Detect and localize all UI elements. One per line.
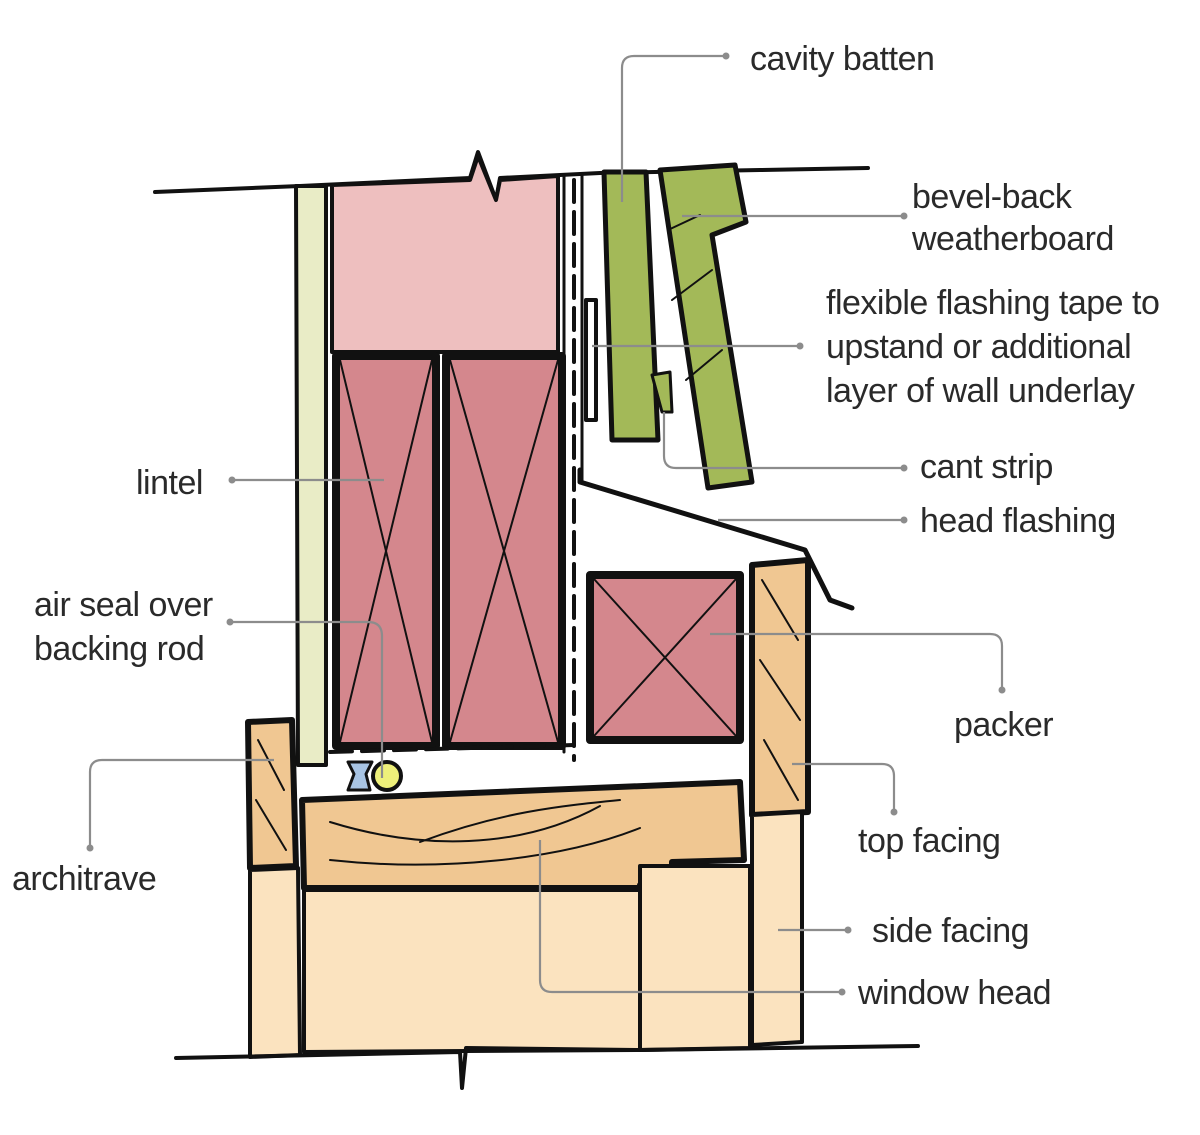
label-top-facing: top facing: [858, 822, 1000, 860]
leader-top-facing: [792, 762, 896, 812]
leader-dot: [900, 516, 908, 524]
cavity-line: [562, 174, 584, 754]
top-facing-grain: [759, 579, 801, 801]
leader-dot: [890, 808, 898, 816]
label-head-flashing: head flashing: [920, 502, 1116, 540]
leader-dot: [844, 926, 852, 934]
leader-cant-strip: [662, 412, 904, 470]
cant-strip-shape: [650, 370, 674, 414]
leader-window-head: [538, 840, 842, 994]
underlay-under-lintel-dashed: [328, 743, 576, 754]
label-lintel: lintel: [136, 464, 203, 502]
architrave-lower: [248, 866, 302, 1059]
head-flashing-shape: [577, 467, 855, 611]
lintel-left-cross: [339, 359, 433, 743]
backing-rod-shape: [346, 760, 374, 792]
window-frame-side: [638, 864, 752, 1052]
label-window-head: window head: [857, 974, 1051, 1012]
label-packer: packer: [954, 706, 1053, 744]
labels: cavity batten bevel-back weatherboard fl…: [12, 40, 1168, 1012]
weatherboard-shape: [657, 162, 755, 491]
leader-packer: [710, 632, 1004, 690]
leader-dot: [998, 686, 1006, 694]
architrave-grain: [255, 739, 287, 851]
section-drawing: [153, 150, 920, 1090]
leader-dot: [228, 476, 236, 484]
leader-dot: [226, 618, 234, 626]
label-bevel-back-weatherboard: bevel-back weatherboard: [911, 178, 1114, 258]
label-cavity-batten: cavity batten: [750, 40, 934, 78]
leader-dot: [900, 212, 908, 220]
lintel-right-cross: [449, 359, 559, 743]
weatherboard-grain: [667, 214, 723, 381]
top-facing-shape: [749, 557, 811, 818]
packer-cross: [593, 578, 737, 737]
label-architrave: architrave: [12, 860, 156, 898]
leader-dot: [838, 988, 846, 996]
label-side-facing: side facing: [872, 912, 1029, 950]
leader-dot: [722, 52, 730, 60]
leader-architrave: [88, 758, 274, 848]
leader-dot: [900, 464, 908, 472]
cavity-batten-shape: [601, 169, 661, 443]
air-seal-shape: [371, 760, 403, 792]
window-frame-lower: [302, 888, 642, 1054]
upper-framing: [330, 154, 560, 354]
interior-lining: [294, 184, 328, 767]
leader-dot: [86, 844, 94, 852]
architrave-shape: [245, 717, 299, 871]
leader-lines: [86, 52, 1006, 996]
leader-air-seal: [230, 620, 384, 778]
label-flexible-flashing-tape: flexible flashing tape to upstand or add…: [826, 284, 1168, 410]
label-air-seal: air seal over backing rod: [34, 586, 222, 668]
window-head-grain: [329, 799, 641, 866]
leader-cavity-batten: [620, 54, 726, 202]
side-facing-shape: [750, 810, 804, 1047]
label-cant-strip: cant strip: [920, 448, 1053, 486]
flashing-tape-shape: [584, 298, 598, 422]
bottom-wall-line: [174, 1044, 920, 1090]
leader-dot: [796, 342, 804, 350]
